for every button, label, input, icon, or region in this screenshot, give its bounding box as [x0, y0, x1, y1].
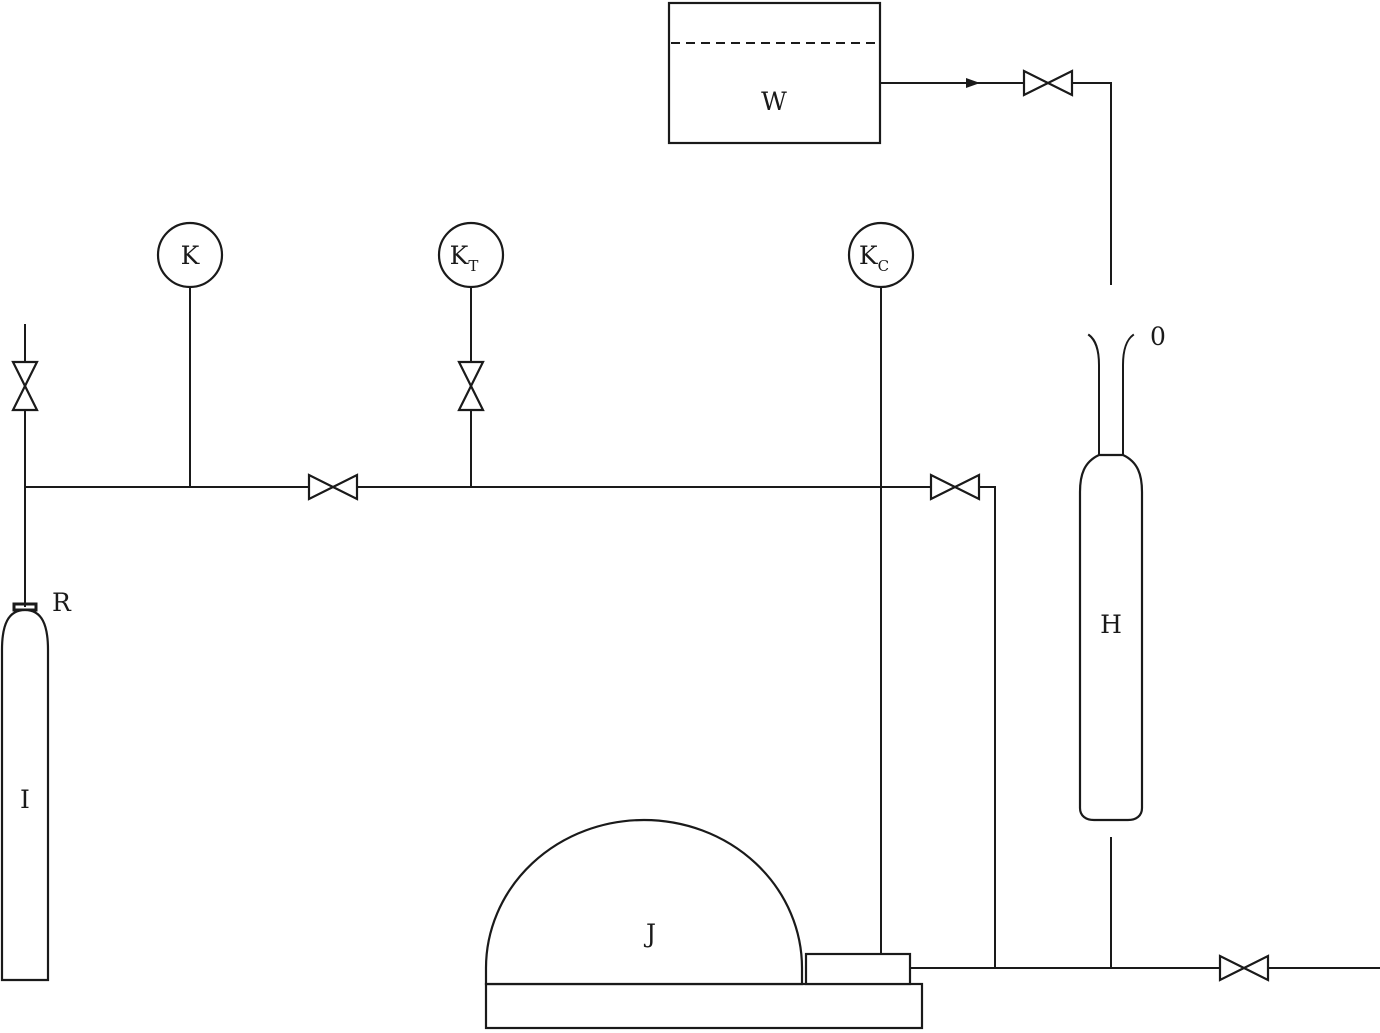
gauge-k: K [156, 221, 224, 488]
water-tank: W [667, 1, 882, 145]
gas-cylinder: I R [0, 588, 72, 982]
zero-mark-label: 0 [1150, 322, 1166, 351]
valve-tank-outlet[interactable] [1022, 69, 1074, 97]
chamber-j: J [484, 818, 924, 1030]
gauge-kc: KC [847, 221, 915, 955]
vessel-h: H 0 [1078, 322, 1166, 969]
gauge-kc-label: KC [859, 241, 889, 275]
vessel-h-label: H [1100, 610, 1122, 639]
valve-vent-top[interactable] [11, 360, 39, 412]
tank-label: W [761, 87, 787, 116]
gauge-kt: KT [437, 221, 505, 488]
gauge-k-label: K [181, 241, 201, 270]
regulator-label: R [52, 588, 72, 617]
cylinder-label: I [20, 785, 30, 814]
valve-manifold-left[interactable] [307, 473, 359, 501]
valve-kt[interactable] [457, 360, 485, 412]
valve-bottom-outlet[interactable] [1218, 954, 1270, 982]
tank-outlet-pipe [879, 78, 1112, 285]
flow-arrow-icon [966, 78, 980, 88]
valve-manifold-right[interactable] [929, 473, 981, 501]
main-manifold [24, 486, 996, 969]
chamber-label: J [643, 919, 656, 948]
gauge-kt-label: KT [450, 241, 479, 275]
